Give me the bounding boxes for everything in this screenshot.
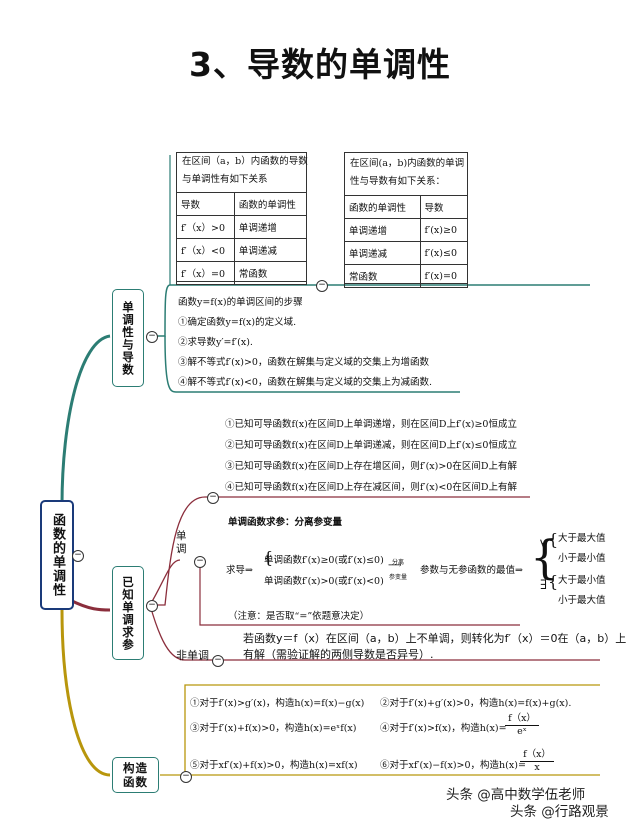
construct-item: ④对于f′(x)>f(x)，构造h(x)=: [380, 723, 507, 734]
fraction-4: f（x） eˣ: [505, 713, 539, 738]
collapse-icon[interactable]: −: [212, 655, 224, 667]
fraction-6: f（x） x: [520, 749, 554, 774]
option-item: 小于最大值: [558, 595, 606, 606]
outer-brace: {: [530, 530, 560, 584]
nonmono-text-1: 若函数y＝f（x）在区间（a，b）上不单调，则转化为f′（x）＝0在（a，b）上: [243, 632, 627, 645]
table-left-cell: f′（x）=0: [176, 261, 235, 285]
left-brace: {: [263, 548, 274, 567]
table-right-cell: f′(x)≥0: [419, 218, 469, 242]
nonmono-text-2: 有解（需验证解的两侧导数是否异号）.: [243, 648, 434, 661]
known-item: ③已知可导函数f(x)在区间D上存在增区间，则f′(x)>0在区间D上有解: [225, 461, 517, 472]
option-item: 大于最大值: [558, 533, 606, 544]
table-left-cell: 单调递增: [233, 215, 308, 239]
fraction-4-num: f（x）: [505, 713, 539, 726]
collapse-icon[interactable]: −: [316, 280, 328, 292]
right-arrow: ⟶: [388, 560, 402, 571]
table-left-cell: 单调递减: [233, 238, 308, 262]
branch-known-monotonic-param[interactable]: 已知单调求参: [112, 566, 144, 660]
mono-label[interactable]: 单调: [176, 530, 187, 555]
branch1-label: 单调性与导数: [121, 300, 135, 376]
root-node[interactable]: 函数的单调性: [40, 500, 74, 610]
known-item: ④已知可导函数f(x)在区间D上存在减区间，则f′(x)<0在区间D上有解: [225, 482, 517, 493]
watermark-line-2: 头条 @行路观景: [510, 804, 609, 820]
table-left-header: 导数: [176, 192, 235, 216]
inner-brace: {: [548, 530, 559, 549]
step-item: ②求导数y′=f′(x).: [178, 337, 253, 348]
known-item: ①已知可导函数f(x)在区间D上单调递增，则在区间D上f′(x)≥0恒成立: [225, 419, 517, 430]
watermark-line-1: 头条 @高中数学伍老师: [446, 787, 586, 803]
table-left-header: 函数的单调性: [233, 192, 308, 216]
exists-symbol: ∃: [540, 578, 548, 593]
construct-item: ③对于f′(x)+f(x)>0，构造h(x)=eˣf(x): [190, 723, 357, 734]
root-label: 函数的单调性: [50, 513, 65, 597]
table-left-cell: f′（x）>0: [176, 215, 235, 239]
case-1: 单调函数f′(x)≥0(或f′(x)≤0): [264, 555, 384, 566]
table-right-cell: 常函数: [344, 264, 421, 288]
construct-item: ⑥对于xf′(x)−f(x)>0，构造h(x)=: [380, 760, 526, 771]
construct-item: ①对于f′(x)>g′(x)，构造h(x)=f(x)−g(x): [190, 698, 365, 709]
inner-brace: {: [548, 572, 559, 591]
step-item: ④解不等式f′(x)<0，函数在解集与定义域的交集上为减函数.: [178, 377, 432, 388]
step-item: ③解不等式f′(x)>0，函数在解集与定义域的交集上为增函数: [178, 357, 429, 368]
collapse-icon[interactable]: −: [180, 771, 192, 783]
table-right-caption-1: 在区间(a，b)内函数的单调: [350, 158, 465, 169]
table-left-cell: 常函数: [233, 261, 308, 285]
forall-symbol: ∀: [540, 538, 548, 553]
table-right-header: 函数的单调性: [344, 195, 421, 219]
collapse-icon[interactable]: −: [194, 556, 206, 568]
fraction-6-num: f（x）: [520, 749, 554, 762]
page-title: 3、导数的单调性: [189, 45, 451, 84]
branch2-label: 已知单调求参: [121, 575, 135, 651]
table-left-caption-2: 与单调性有如下关系: [182, 174, 268, 185]
branch3-label: 构造函数: [123, 761, 148, 789]
construct-item: ⑤对于xf′(x)+f(x)>0，构造h(x)=xf(x): [190, 760, 358, 771]
option-item: 大于最小值: [558, 575, 606, 586]
fraction-6-den: x: [534, 762, 540, 773]
table-right-cell: 单调递增: [344, 218, 421, 242]
collapse-icon[interactable]: −: [207, 492, 219, 504]
case-2: 单调函数f′(x)>0(或f′(x)<0): [264, 576, 384, 587]
table-right-cell: f′(x)=0: [419, 264, 469, 288]
mono-note: （注意：是否取“=”依题意决定）: [228, 611, 370, 622]
fraction-4-den: eˣ: [517, 726, 527, 737]
table-right-caption-2: 性与导数有如下关系：: [350, 176, 446, 187]
arrow-bottom-label: 参变量: [389, 574, 408, 581]
collapse-icon[interactable]: −: [146, 331, 158, 343]
table-left-cell: f′（x）<0: [176, 238, 235, 262]
result-text: 参数与无参函数的最值⇒: [420, 565, 523, 576]
derivative-prefix: 求导⇒: [226, 565, 253, 576]
known-item: ②已知可导函数f(x)在区间D上单调递减，则在区间D上f′(x)≤0恒成立: [225, 440, 517, 451]
steps-heading: 函数y=f(x)的单调区间的步骤: [178, 297, 303, 308]
nonmono-label[interactable]: 非单调: [176, 649, 209, 662]
arrow-top-label: 分离: [392, 559, 405, 566]
branch-construct-function[interactable]: 构造函数: [112, 757, 159, 793]
option-item: 小于最小值: [558, 553, 606, 564]
step-item: ①确定函数y=f(x)的定义域.: [178, 317, 297, 328]
table-left-caption-1: 在区间（a，b）内函数的导数: [182, 156, 308, 167]
branch-monotonic-derivative[interactable]: 单调性与导数: [112, 289, 144, 387]
construct-item: ②对于f′(x)+g′(x)>0，构造h(x)=f(x)+g(x).: [380, 698, 572, 709]
collapse-icon[interactable]: −: [146, 600, 158, 612]
table-right-header: 导数: [419, 195, 469, 219]
mono-heading: 单调函数求参：分离参变量: [228, 517, 343, 528]
collapse-icon[interactable]: −: [72, 550, 84, 562]
table-right-cell: 单调递减: [344, 241, 421, 265]
table-right-cell: f′(x)≤0: [419, 241, 469, 265]
